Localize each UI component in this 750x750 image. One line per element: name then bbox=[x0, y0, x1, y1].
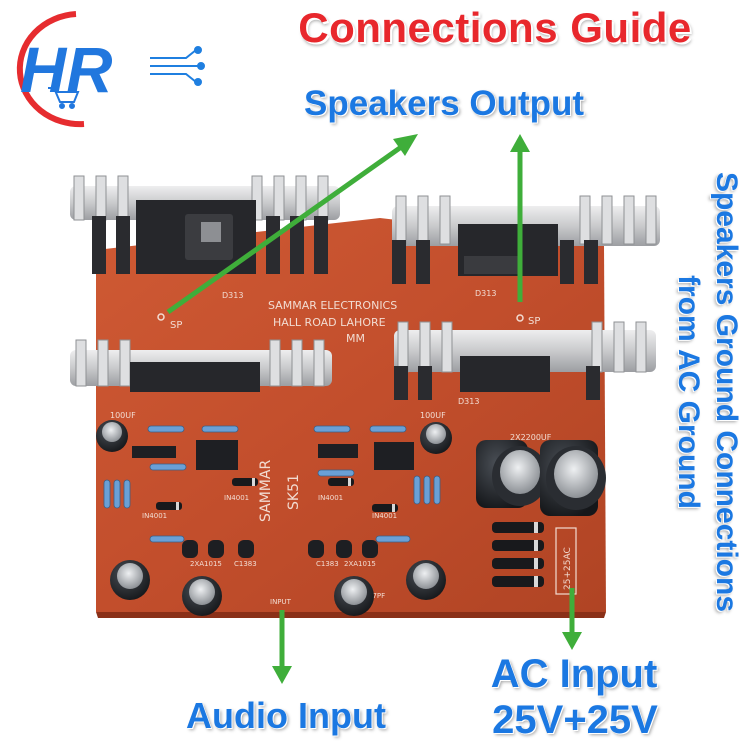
arrow-speaker-right-head bbox=[510, 134, 530, 152]
heatsink-lower-right bbox=[394, 321, 656, 400]
label-ac-voltage: 25V+25V bbox=[492, 698, 658, 742]
board-diode-a: IN4001 bbox=[224, 494, 249, 502]
logo-arc-icon bbox=[16, 11, 85, 128]
board-pair-right: 2XA1015 bbox=[344, 560, 376, 568]
power-terminal-outline bbox=[555, 527, 577, 595]
driver-transistors bbox=[132, 440, 414, 470]
arrow-ac-input-head bbox=[562, 632, 582, 650]
resistors bbox=[103, 425, 441, 543]
label-speakers-ground-line1: Speakers Ground Connections bbox=[710, 171, 743, 613]
board-cap-left: 100UF bbox=[110, 411, 136, 420]
board-maker-line2: HALL ROAD LAHORE bbox=[273, 316, 386, 329]
diodes bbox=[156, 478, 544, 587]
hr-logo: HR bbox=[16, 11, 205, 128]
arrow-speaker-left bbox=[166, 142, 406, 315]
heatsink-upper-right bbox=[392, 195, 660, 284]
board-diode-d: IN4001 bbox=[372, 512, 397, 520]
cart-icon bbox=[48, 87, 80, 109]
signal-transistors bbox=[182, 540, 378, 558]
board-cap-filter: 2X2200UF bbox=[510, 433, 552, 442]
board-diode-c: IN4001 bbox=[318, 494, 343, 502]
board-maker-code: MM bbox=[346, 332, 365, 345]
board-cap-small: 47PF bbox=[368, 592, 385, 600]
board-sp-right-pad bbox=[516, 314, 524, 322]
board-transistor-right-lower: D313 bbox=[458, 397, 479, 406]
label-speakers-ground-line2: from AC Ground bbox=[672, 275, 705, 509]
board-diode-b: IN4001 bbox=[142, 512, 167, 520]
board-sp-left: SP bbox=[170, 320, 182, 331]
board-transistor-left: D313 bbox=[222, 291, 243, 300]
label-speakers-output: Speakers Output bbox=[304, 84, 585, 123]
arrow-audio-input-head bbox=[272, 666, 292, 684]
board-model: SK51 bbox=[286, 474, 302, 510]
board-sp-left-pad bbox=[157, 313, 165, 321]
page-title: Connections Guide bbox=[298, 4, 692, 51]
arrow-speaker-left-head bbox=[393, 134, 418, 156]
heatsink-lower-left bbox=[70, 339, 332, 392]
capacitors bbox=[96, 420, 606, 616]
board-maker-line1: SAMMAR ELECTRONICS bbox=[268, 299, 397, 312]
board-power-mark: 25+25AC bbox=[563, 547, 573, 590]
board-pair-left: 2XA1015 bbox=[190, 560, 222, 568]
logo-circuit-icon bbox=[150, 46, 205, 86]
label-audio-input: Audio Input bbox=[186, 695, 386, 736]
board-transistor-right: D313 bbox=[475, 289, 496, 298]
board-silkscreen: SAMMAR ELECTRONICS HALL ROAD LAHORE MM D… bbox=[110, 289, 577, 606]
board-brand-vertical: SAMMAR bbox=[258, 460, 274, 522]
heatsink-upper-left bbox=[70, 175, 340, 274]
board-c-right: C1383 bbox=[316, 560, 339, 568]
board-sp-right: SP bbox=[528, 316, 540, 327]
arrows bbox=[166, 134, 582, 684]
label-speakers-ground: Speakers Ground Connections from AC Grou… bbox=[665, 132, 745, 652]
board-cap-mid: 100UF bbox=[420, 411, 446, 420]
label-ac-input: AC Input bbox=[490, 652, 658, 696]
board-c-left: C1383 bbox=[234, 560, 257, 568]
board-input-mark: INPUT bbox=[270, 598, 292, 606]
logo-text: HR bbox=[20, 34, 112, 106]
